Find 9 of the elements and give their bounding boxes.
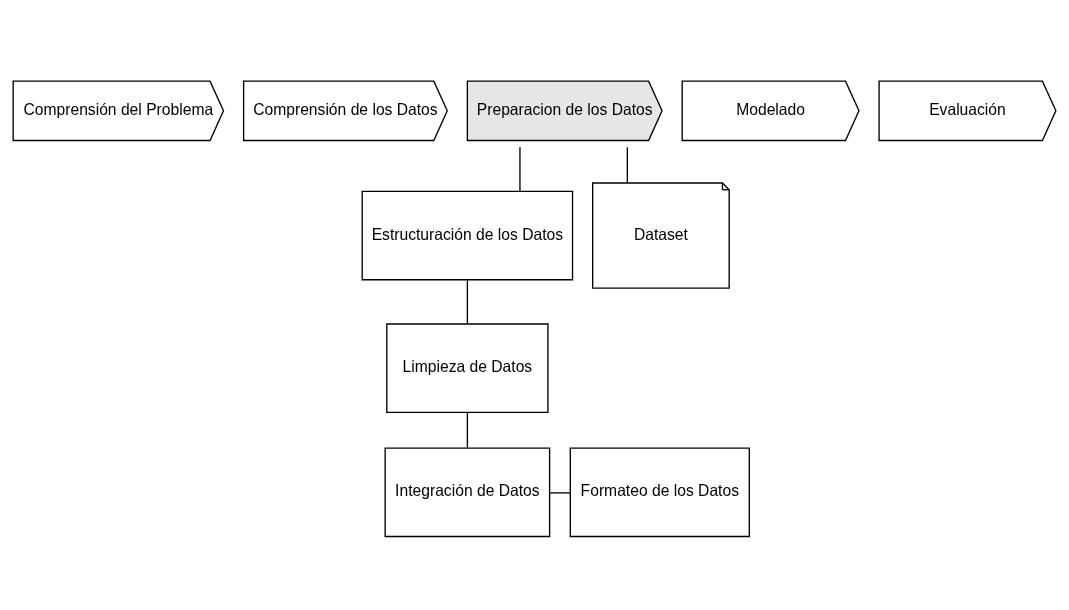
connector [549,491,571,494]
connector [519,146,521,192]
node-box: Formateo de los Datos [569,446,750,537]
node-box: Estructuración de los Datos [361,190,574,280]
connector [626,146,629,183]
node-box: Limpieza de Datos [386,322,549,413]
connector [466,411,469,448]
connector [466,278,469,324]
node-box: Integración de Datos [384,446,551,537]
